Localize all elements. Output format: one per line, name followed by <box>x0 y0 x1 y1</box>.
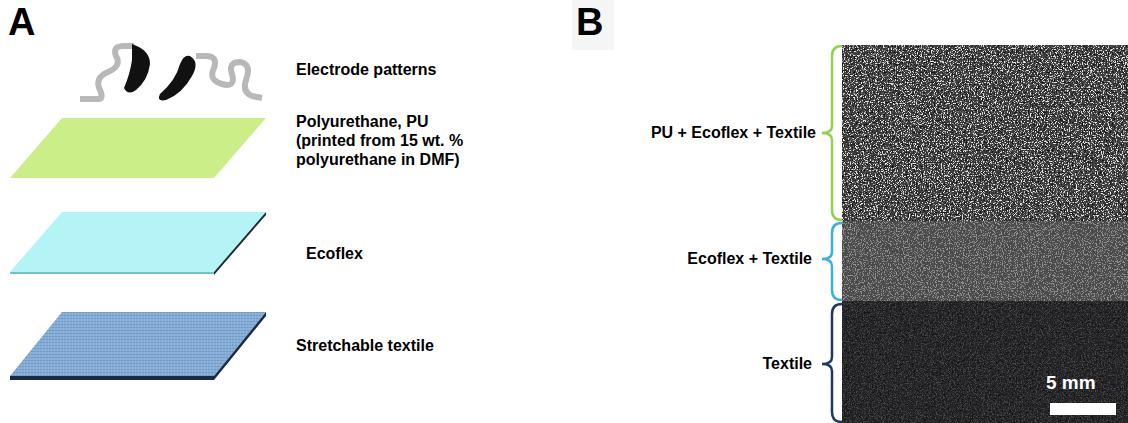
bracket <box>822 304 842 422</box>
textile-layer <box>10 312 266 380</box>
electrode-patterns <box>80 44 262 100</box>
layer-label: Ecoflex <box>306 244 363 263</box>
layer-label: Electrode patterns <box>296 60 436 79</box>
layer-label: Polyurethane, PU (printed from 15 wt. % … <box>296 112 492 170</box>
bracket <box>822 223 842 300</box>
panel-label: A <box>8 0 35 46</box>
panel-ground <box>572 0 614 50</box>
photo <box>842 45 1128 423</box>
region-label: Ecoflex + Textile <box>687 249 812 268</box>
layer-label: Stretchable textile <box>296 336 434 355</box>
bracket <box>822 46 842 220</box>
region-label: PU + Ecoflex + Textile <box>651 123 816 142</box>
panel-label: B <box>576 0 603 46</box>
pu-layer <box>10 118 266 178</box>
scale-bar <box>1050 403 1116 415</box>
scale-label: 5 mm <box>1046 372 1096 395</box>
region-label: Textile <box>763 354 813 373</box>
ecoflex-layer <box>10 212 266 275</box>
